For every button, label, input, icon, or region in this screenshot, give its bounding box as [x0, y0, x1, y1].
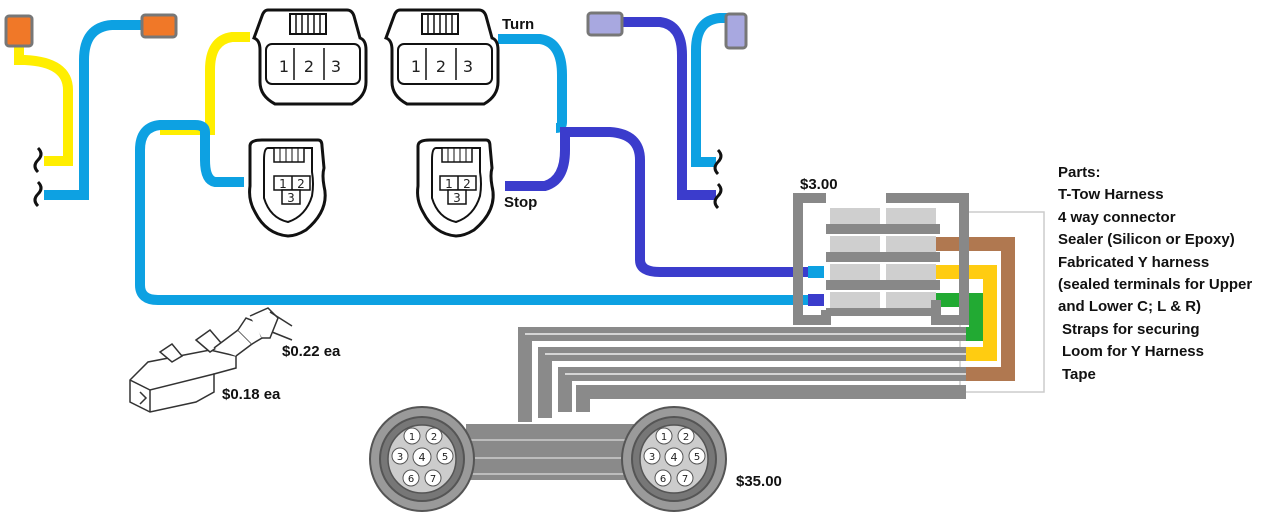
pin-label: 1: [279, 177, 287, 191]
pin-label: 5: [442, 452, 448, 463]
pin-label: 5: [694, 452, 700, 463]
pin-label: 6: [660, 474, 666, 485]
top-left-wires: [4, 13, 178, 208]
turn-label: Turn: [502, 16, 534, 33]
pin-label: 3: [463, 57, 473, 76]
blue-wire-right: [691, 13, 736, 167]
dark-blue-wire-right: [618, 17, 716, 200]
gray-harness: [466, 327, 966, 480]
center-left-wires: [135, 32, 808, 305]
pin-label: 4: [419, 451, 426, 464]
terminal-sketch: [129, 307, 293, 413]
pin-label: 2: [431, 432, 437, 443]
pin-label: 6: [408, 474, 414, 485]
small-connector-left: 1 2 3: [248, 138, 327, 238]
parts-item: Sealer (Silicon or Epoxy): [1058, 231, 1235, 249]
turn-stop-wires: [498, 11, 808, 277]
brown-wire: [936, 237, 1015, 381]
pin-label: 2: [436, 57, 446, 76]
three-pin-connector-left: 1 2 3: [252, 8, 368, 106]
stop-label: Stop: [504, 194, 537, 211]
parts-title: Parts:: [1058, 164, 1101, 181]
three-pin-connector-right: 1 2 3: [384, 8, 500, 106]
break-mark-right-lower: [713, 182, 723, 210]
parts-item: Straps for securing: [1062, 320, 1200, 338]
yellow-wire-left: [14, 36, 73, 166]
module-price: $3.00: [800, 176, 838, 193]
pin-label: 3: [453, 191, 461, 205]
yellow-wire-to-connector: [160, 32, 250, 135]
parts-item: (sealed terminals for Upper: [1058, 276, 1253, 294]
pin-label: 3: [397, 452, 403, 463]
pin-label: 3: [331, 57, 341, 76]
pin-label: 3: [287, 191, 295, 205]
parts-item: Tape: [1062, 365, 1096, 383]
parts-item: 4 way connector: [1058, 208, 1176, 226]
pin-label: 1: [279, 57, 289, 76]
parts-list: Parts: T-Tow Harness 4 way connector Sea…: [1058, 162, 1276, 386]
lavender-terminal-right: [724, 12, 748, 50]
pin-label: 2: [297, 177, 305, 191]
pin-label: 2: [463, 177, 471, 191]
parts-item: T-Tow Harness: [1058, 186, 1164, 204]
pin-label: 1: [411, 57, 421, 76]
round-connector-left: 1 2 3 4 5 6 7: [369, 406, 475, 512]
y-harness-price: $35.00: [736, 473, 782, 490]
parts-item: Loom for Y Harness: [1062, 343, 1204, 361]
terminal-price: $0.18 ea: [222, 386, 281, 403]
pin-label: 1: [661, 432, 667, 443]
pin-label: 4: [671, 451, 678, 464]
pin-price: $0.22 ea: [282, 343, 341, 360]
parts-item: Fabricated Y harness: [1058, 253, 1210, 271]
lavender-terminal-left: [586, 11, 624, 37]
pin-label: 1: [409, 432, 415, 443]
blue-wire-left: [44, 20, 153, 200]
pin-label: 2: [683, 432, 689, 443]
break-mark-upper: [33, 146, 43, 174]
turn-blue-wire: [498, 34, 567, 133]
pin-label: 7: [430, 474, 436, 485]
orange-terminal-mid: [140, 13, 178, 39]
small-connector-right: 1 2 3: [416, 138, 495, 238]
pin-label: 1: [445, 177, 453, 191]
four-way-module: $3.00: [793, 176, 1045, 393]
stop-dark-blue-wire: [505, 127, 808, 277]
blue-loop-wire: [135, 120, 808, 305]
pin-label: 3: [649, 452, 655, 463]
break-mark-lower: [33, 180, 43, 208]
parts-item: and Lower C; L & R): [1058, 298, 1202, 316]
round-connector-right: 1 2 3 4 5 6 7: [621, 406, 727, 512]
green-wire: [936, 293, 983, 341]
pin-label: 7: [682, 474, 688, 485]
pin-label: 2: [304, 57, 314, 76]
break-mark-right-upper: [713, 148, 723, 176]
orange-terminal-left: [4, 14, 34, 48]
